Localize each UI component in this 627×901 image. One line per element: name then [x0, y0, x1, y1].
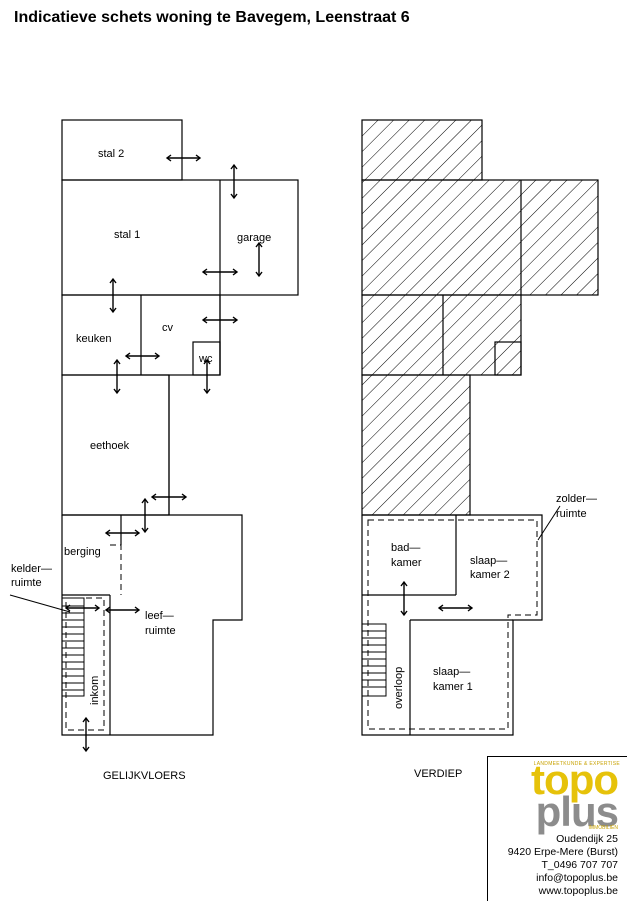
label-zolder-line1: zolder— — [556, 493, 597, 505]
contact-address: Oudendijk 25 — [556, 833, 618, 845]
caption-upper-floor: VERDIEP — [414, 768, 462, 780]
label-slaap1-line2: kamer 1 — [433, 681, 473, 693]
room-leefruimte — [61, 514, 243, 736]
contact-website: www.topoplus.be — [538, 885, 618, 897]
label-kelder-line2: ruimte — [11, 577, 42, 589]
upper-floor-plan: bad— kamer slaap— kamer 2 slaap— kamer 1… — [361, 119, 599, 780]
label-leef-line2: ruimte — [145, 625, 176, 637]
label-slaap1-line1: slaap— — [433, 666, 470, 678]
label-garage: garage — [237, 232, 271, 244]
label-leef-line1: leef— — [145, 610, 174, 622]
label-kelder-line1: kelder— — [11, 563, 52, 575]
hatched-area-eethoek — [361, 374, 471, 516]
logo-tagline: LANDMEETKUNDE & EXPERTISE — [533, 761, 620, 767]
label-slaap2-line1: slaap— — [470, 555, 507, 567]
contact-phone: T_0496 707 707 — [541, 859, 618, 871]
page-title: Indicatieve schets woning te Bavegem, Le… — [14, 9, 410, 26]
ground-floor-plan: stal 2 stal 1 garage keuken cv wc eethoe… — [9, 119, 299, 782]
stairs-ground — [61, 597, 85, 697]
label-bad-line2: kamer — [391, 557, 422, 569]
upper-floor-outline — [361, 514, 543, 736]
hatched-area-stal1 — [361, 179, 599, 296]
label-berging: berging — [64, 546, 101, 558]
dashed-inkom — [65, 597, 105, 731]
stairs-upper — [361, 623, 387, 697]
label-bad-line1: bad— — [391, 542, 420, 554]
label-cv: cv — [162, 322, 174, 334]
hatched-area-stal2 — [361, 119, 483, 181]
upper-wall-3 — [494, 341, 522, 376]
arrows-ground — [64, 154, 263, 753]
zolder-leader-line — [537, 505, 561, 541]
arrows-upper — [400, 580, 474, 617]
logo-subtitle: IMMOBILIËN — [588, 825, 618, 831]
label-keuken: keuken — [76, 333, 111, 345]
company-logo-block: LANDMEETKUNDE & EXPERTISE topo plus IMMO… — [487, 756, 627, 901]
contact-city: 9420 Erpe-Mere (Burst) — [507, 846, 618, 858]
label-eethoek: eethoek — [90, 440, 130, 452]
label-stal2: stal 2 — [98, 148, 124, 160]
label-slaap2-line2: kamer 2 — [470, 569, 510, 581]
caption-ground-floor: GELIJKVLOERS — [103, 770, 186, 782]
contact-info: Oudendijk 25 9420 Erpe-Mere (Burst) T_04… — [508, 833, 618, 898]
kelder-leader-line — [9, 594, 71, 613]
label-zolder-line2: ruimte — [556, 508, 587, 520]
dashed-berging — [110, 544, 122, 595]
label-overloop: overloop — [393, 667, 405, 709]
hatched-area-keuken — [361, 294, 522, 376]
label-stal1: stal 1 — [114, 229, 140, 241]
label-inkom: inkom — [89, 676, 101, 705]
logo-word-topo: topo — [531, 756, 619, 803]
contact-email: info@topoplus.be — [536, 872, 618, 884]
logo-word-plus: plus — [535, 788, 619, 835]
dashed-zolderruimte — [367, 519, 538, 730]
